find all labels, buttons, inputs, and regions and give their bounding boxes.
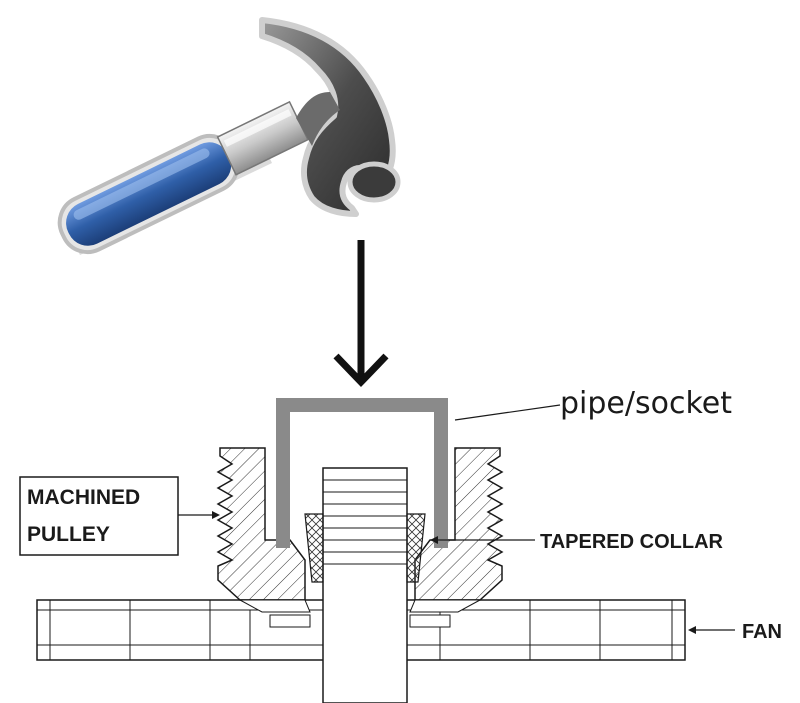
shaft xyxy=(322,467,408,703)
pipe-leader-line xyxy=(454,404,561,421)
fan-arrowhead xyxy=(688,626,696,634)
fan-label: FAN xyxy=(742,621,782,643)
pipe-socket xyxy=(276,398,448,548)
pipe-socket-label: pipe/socket xyxy=(560,386,732,421)
machined-pulley-label-line2: PULLEY xyxy=(27,523,110,546)
machined-pulley xyxy=(216,447,504,613)
pulley-arrowhead xyxy=(212,511,220,519)
leader-lines xyxy=(178,404,735,634)
hammer-icon xyxy=(57,17,401,255)
tapered-collar-label: TAPERED COLLAR xyxy=(540,531,724,553)
collar-arrowhead xyxy=(430,536,438,544)
machined-pulley-label-line1: MACHINED xyxy=(27,486,140,509)
down-arrow-icon xyxy=(333,240,389,388)
tapered-collar xyxy=(304,513,426,583)
machined-pulley-label-box: MACHINED PULLEY xyxy=(19,476,179,556)
